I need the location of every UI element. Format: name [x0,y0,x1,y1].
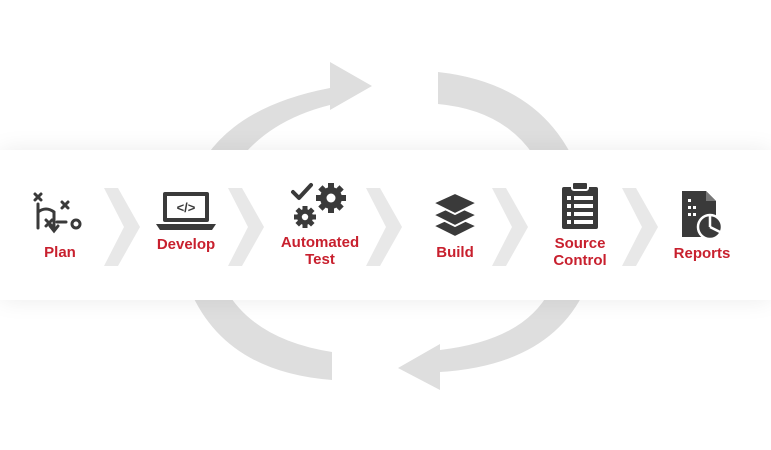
chevron-icon [366,188,402,266]
step-source-control: Source Control [540,150,620,300]
step-automated-test: Automated Test [272,150,368,300]
step-plan: Plan [20,150,100,300]
cycle-arrow-bottom [398,290,585,390]
step-label: Develop [156,235,216,253]
clipboard-list-icon [562,181,598,229]
step-label: Automated Test [280,234,360,268]
report-chart-icon [682,190,724,240]
cycle-arrow-left [190,290,332,380]
step-label: Source Control [553,235,607,269]
plan-icon [33,192,82,233]
svg-text:</>: </> [177,200,196,215]
step-reports: Reports [664,150,740,300]
gears-check-icon [291,183,346,228]
chevron-icon [104,188,140,266]
layers-icon [432,191,478,238]
chevron-icon [228,188,264,266]
step-build: Build [418,150,492,300]
step-label: Plan [44,243,76,261]
chevron-icon [622,188,658,266]
laptop-code-icon: </> [156,191,216,230]
chevron-icon [492,188,528,266]
step-develop: </> Develop [143,146,229,296]
step-label: Reports [673,244,731,262]
step-label: Build [436,243,474,261]
